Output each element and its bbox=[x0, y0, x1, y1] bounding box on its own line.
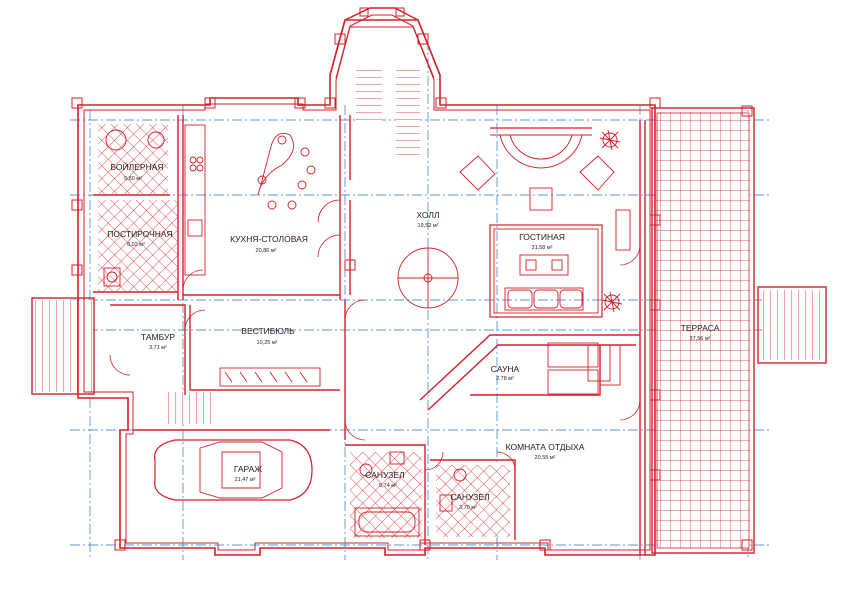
room-labels: БОЙЛЕРНАЯ 5,80 м² ПОСТИРОЧНАЯ 6,02 м² КУ… bbox=[107, 161, 719, 511]
svg-text:ТЕРРАСА: ТЕРРАСА bbox=[681, 323, 720, 333]
svg-text:21,47 м²: 21,47 м² bbox=[235, 477, 256, 483]
room-vestibule: ВЕСТИБЮЛЬ 10,25 м² bbox=[241, 326, 295, 346]
furniture bbox=[103, 124, 631, 537]
svg-text:БОЙЛЕРНАЯ: БОЙЛЕРНАЯ bbox=[110, 161, 163, 172]
room-tambur: ТАМБУР 3,71 м² bbox=[141, 332, 175, 351]
room-sauna: САУНА 2,78 м² bbox=[491, 364, 520, 382]
svg-text:3,70 м²: 3,70 м² bbox=[459, 505, 477, 511]
svg-text:ХОЛЛ: ХОЛЛ bbox=[416, 210, 439, 220]
svg-text:2,78 м²: 2,78 м² bbox=[496, 376, 514, 382]
svg-text:ГОСТИНАЯ: ГОСТИНАЯ bbox=[519, 232, 565, 242]
svg-text:КУХНЯ-СТОЛОВАЯ: КУХНЯ-СТОЛОВАЯ bbox=[230, 234, 308, 244]
svg-text:5,74 м²: 5,74 м² bbox=[379, 483, 397, 489]
room-living: ГОСТИНАЯ 31,58 м² bbox=[519, 232, 565, 251]
doors bbox=[109, 199, 641, 471]
svg-text:КОМНАТА ОТДЫХА: КОМНАТА ОТДЫХА bbox=[506, 442, 585, 452]
svg-text:САУНА: САУНА bbox=[491, 364, 520, 374]
svg-text:ВЕСТИБЮЛЬ: ВЕСТИБЮЛЬ bbox=[241, 326, 295, 336]
svg-text:3,71 м²: 3,71 м² bbox=[149, 345, 167, 351]
svg-text:САНУЗЕЛ: САНУЗЕЛ bbox=[450, 492, 489, 502]
svg-text:20,86 м²: 20,86 м² bbox=[256, 248, 277, 254]
room-bath-2: САНУЗЕЛ 3,70 м² bbox=[450, 492, 489, 511]
svg-text:37,56 м²: 37,56 м² bbox=[690, 336, 711, 342]
room-lounge: КОМНАТА ОТДЫХА 20,55 м² bbox=[506, 442, 585, 461]
columns bbox=[71, 97, 753, 551]
room-boiler: БОЙЛЕРНАЯ 5,80 м² bbox=[110, 161, 163, 182]
room-kitchen: КУХНЯ-СТОЛОВАЯ 20,86 м² bbox=[230, 234, 308, 254]
room-terrace: ТЕРРАСА 37,56 м² bbox=[681, 323, 720, 342]
svg-text:5,80 м²: 5,80 м² bbox=[124, 176, 142, 182]
svg-text:31,58 м²: 31,58 м² bbox=[532, 245, 553, 251]
svg-text:6,02 м²: 6,02 м² bbox=[127, 242, 145, 248]
room-bath-1: САНУЗЕЛ 5,74 м² bbox=[365, 470, 404, 489]
svg-text:ТАМБУР: ТАМБУР bbox=[141, 332, 175, 342]
svg-text:10,25 м²: 10,25 м² bbox=[257, 340, 278, 346]
svg-text:САНУЗЕЛ: САНУЗЕЛ bbox=[365, 470, 404, 480]
svg-text:ПОСТИРОЧНАЯ: ПОСТИРОЧНАЯ bbox=[107, 229, 172, 239]
svg-text:ГАРАЖ: ГАРАЖ bbox=[234, 464, 262, 474]
room-hall: ХОЛЛ 19,52 м² bbox=[416, 210, 439, 229]
tile-floors bbox=[35, 70, 822, 548]
svg-text:20,55 м²: 20,55 м² bbox=[535, 455, 556, 461]
walls bbox=[31, 7, 827, 556]
svg-text:19,52 м²: 19,52 м² bbox=[418, 223, 439, 229]
room-laundry: ПОСТИРОЧНАЯ 6,02 м² bbox=[107, 229, 172, 248]
room-garage: ГАРАЖ 21,47 м² bbox=[234, 464, 262, 483]
